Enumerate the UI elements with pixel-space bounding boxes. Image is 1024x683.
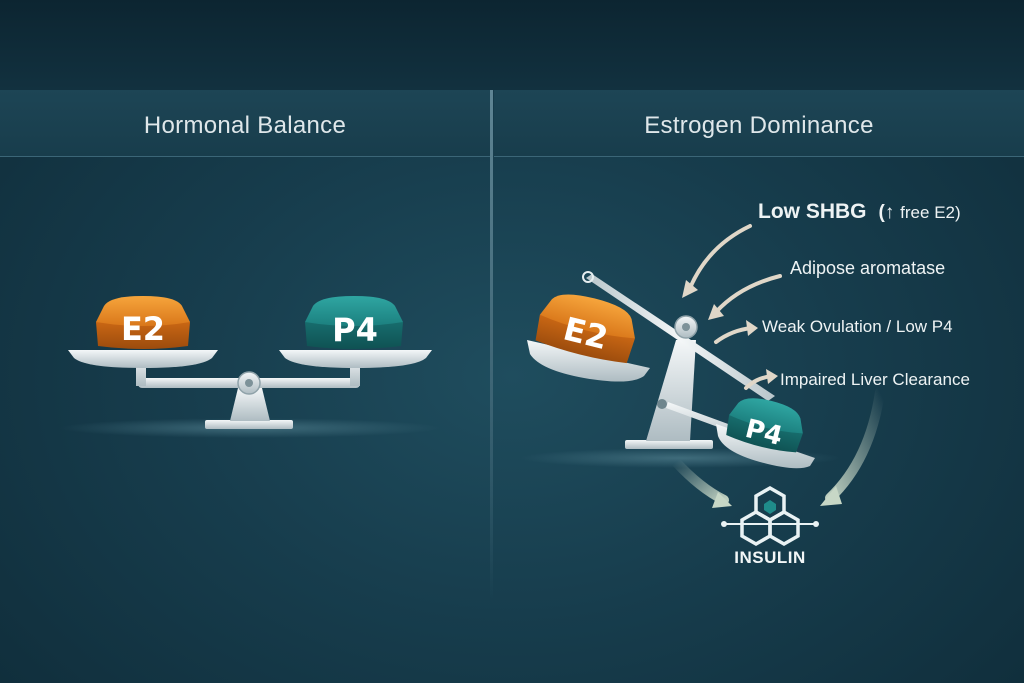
free-e2-label: free E2) xyxy=(900,203,961,222)
factor-liver-clearance: Impaired Liver Clearance xyxy=(780,370,970,389)
right-panel-title: Estrogen Dominance xyxy=(644,112,874,139)
arrow-low-shbg xyxy=(688,224,752,290)
shbg-paren: ( xyxy=(878,202,885,223)
arrow-weak-ovulation xyxy=(714,326,754,344)
p4-weight-balanced: P4 xyxy=(305,296,403,349)
right-scale-post xyxy=(646,340,696,441)
panel-divider xyxy=(490,90,493,600)
arrow-head-weak xyxy=(746,320,758,336)
e2-weight-dominant: E2 xyxy=(535,294,635,364)
top-band xyxy=(0,0,1024,90)
low-shbg-label: Low SHBG xyxy=(758,200,867,223)
e2-weight-balanced: E2 xyxy=(96,296,190,349)
balanced-scale: E2 P4 xyxy=(60,296,440,438)
left-pan-e2 xyxy=(68,350,218,368)
tilted-scale: E2 P4 xyxy=(520,271,840,469)
right-pan-e2 xyxy=(527,340,650,382)
right-scale-base xyxy=(625,440,713,449)
insulin-hexagon-icon xyxy=(721,485,819,547)
p4-weight-dominant: P4 xyxy=(726,398,803,453)
e2-label-balanced: E2 xyxy=(121,310,165,348)
left-header-band xyxy=(0,90,490,157)
left-scale-base xyxy=(205,420,293,429)
insulin-label: INSULIN xyxy=(734,548,806,567)
factor-adipose-aromatase: Adipose aromatase xyxy=(790,258,946,278)
factor-low-shbg: Low SHBG (↑ free E2) xyxy=(758,200,961,224)
left-panel-title: Hormonal Balance xyxy=(143,112,347,139)
right-scale-beam xyxy=(586,274,775,401)
factor-arrows xyxy=(688,224,782,390)
arrow-head-adipose xyxy=(708,304,724,320)
left-pan-p4 xyxy=(279,350,432,368)
arrow-head-shbg xyxy=(682,280,698,298)
p4-label-balanced: P4 xyxy=(332,311,378,349)
up-arrow-icon: ↑ xyxy=(884,202,895,223)
arrow-adipose xyxy=(714,274,782,314)
factor-weak-ovulation: Weak Ovulation / Low P4 xyxy=(762,317,953,336)
arrow-head-liver xyxy=(766,369,778,384)
arrow-to-insulin-right xyxy=(825,387,885,503)
right-header-band xyxy=(494,90,1024,157)
left-scale-post xyxy=(230,388,270,421)
